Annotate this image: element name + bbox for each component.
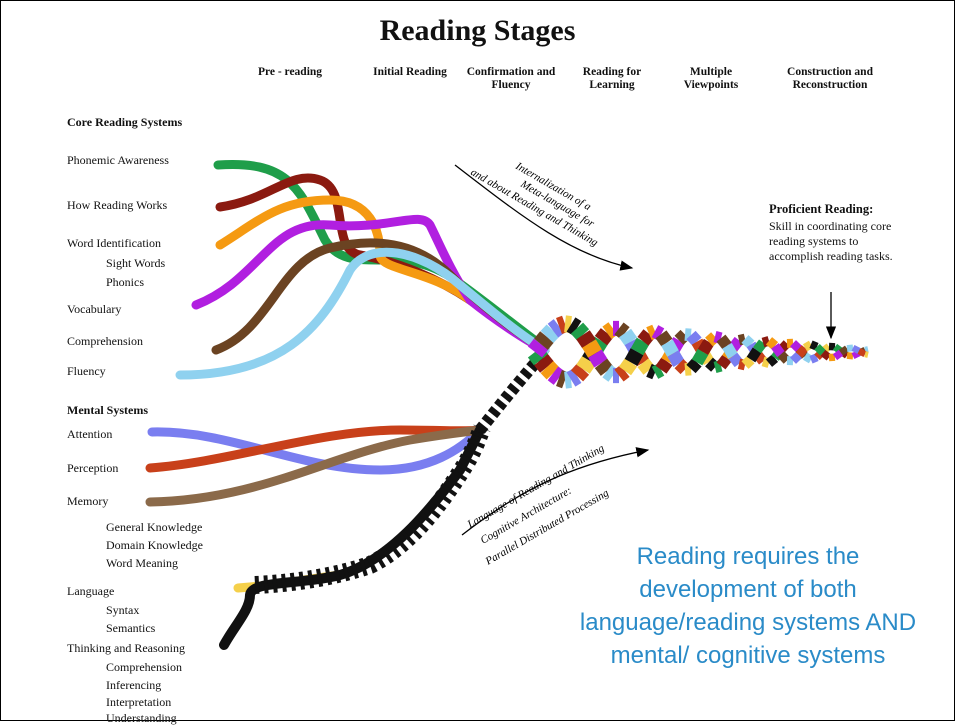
- braid-segment: [673, 354, 679, 364]
- braid-segment: [799, 348, 805, 355]
- braid-segment: [781, 354, 787, 360]
- proficient-reading-body: Skill in coordinating core reading syste…: [769, 219, 909, 264]
- braid-segment: [541, 337, 547, 344]
- braid-segment: [811, 357, 817, 360]
- braid-segment: [715, 337, 721, 339]
- braid-segment: [643, 363, 649, 371]
- braid-segment: [793, 343, 799, 349]
- braid-segment: [721, 358, 727, 366]
- braid-segment: [847, 348, 853, 349]
- braid-segment: [721, 338, 727, 346]
- braid-segment: [697, 352, 703, 362]
- braid-segment: [817, 347, 823, 353]
- braid-segment: [541, 360, 547, 367]
- braid-segment: [619, 328, 625, 333]
- braid-segment: [853, 348, 859, 351]
- braid-segment: [601, 363, 607, 371]
- braid-segment: [655, 370, 661, 373]
- braid-segment: [589, 344, 595, 354]
- braid-segment: [583, 360, 589, 369]
- braid-segment: [553, 373, 559, 378]
- braid-segment: [769, 341, 775, 346]
- braid-segment: [775, 346, 781, 354]
- braid-segment: [727, 346, 733, 356]
- braid-segment: [847, 356, 853, 357]
- braid-segment: [667, 343, 673, 354]
- braid-segment: [577, 369, 583, 376]
- braid-segment: [793, 355, 799, 361]
- braid-segment: [547, 367, 553, 373]
- braid-segment: [865, 349, 868, 350]
- braid-segment: [631, 352, 637, 363]
- braid-segment: [661, 334, 667, 342]
- braid-segment: [607, 328, 613, 332]
- braid-segment: [655, 331, 661, 334]
- braid-segment: [553, 326, 559, 331]
- braid-segment: [643, 334, 649, 342]
- strand-fluency: [180, 252, 545, 375]
- lower-arrow-text-1: Language of Reading and Thinking: [465, 442, 607, 531]
- braid-segment: [757, 343, 763, 351]
- braid-segment: [571, 324, 577, 328]
- braid-segment: [715, 366, 721, 368]
- proficient-reading-title: Proficient Reading:: [769, 202, 873, 217]
- braid-segment: [547, 331, 553, 337]
- braid-segment: [583, 335, 589, 344]
- braid-segment: [841, 348, 847, 352]
- braid-segment: [859, 351, 865, 354]
- braid-segment: [535, 344, 541, 352]
- braid-segment: [571, 376, 577, 380]
- braid-segment: [679, 334, 685, 340]
- braid-segment: [565, 380, 571, 381]
- braid-segment: [637, 341, 643, 351]
- braid-segment: [565, 324, 571, 325]
- braid-segment: [679, 364, 685, 370]
- braid-segment: [691, 362, 697, 369]
- strand-thinking: [224, 430, 480, 645]
- braid-segment: [559, 378, 565, 380]
- braid-segment: [703, 342, 709, 352]
- braid-segment: [661, 361, 667, 369]
- braid-segment: [691, 335, 697, 342]
- braid-segment: [745, 339, 751, 345]
- central-braid: [535, 324, 868, 380]
- braid-segment: [625, 362, 631, 371]
- braid-segment: [835, 353, 841, 357]
- braid-segment: [823, 353, 829, 358]
- braid-segment: [733, 356, 739, 364]
- braid-segment: [601, 333, 607, 341]
- braid-segment: [769, 358, 775, 363]
- braid-segment: [625, 333, 631, 342]
- braid-segment: [745, 360, 751, 366]
- braid-segment: [751, 350, 757, 359]
- braid-segment: [577, 328, 583, 335]
- braid-segment: [595, 354, 601, 364]
- braid-segment: [607, 371, 613, 375]
- braid-segment: [811, 344, 817, 347]
- braid-segment: [865, 354, 868, 355]
- summary-caption: Reading requires the development of both…: [578, 540, 918, 672]
- braid-segment: [619, 371, 625, 376]
- braid-segment: [559, 324, 565, 326]
